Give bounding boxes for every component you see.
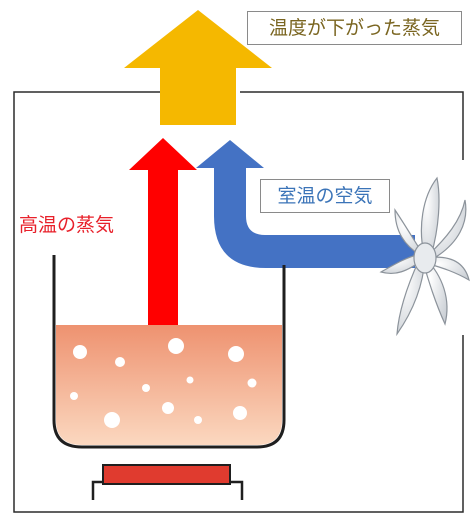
bubble-icon (247, 378, 257, 388)
heater-icon (91, 464, 244, 500)
enclosure-frame (13, 91, 464, 513)
bubble-icon (73, 345, 87, 359)
hot-steam-label: 高温の蒸気 (19, 214, 115, 236)
bubble-icon (70, 392, 78, 400)
room-air-label: 室温の空気 (260, 179, 390, 213)
bubble-icon (233, 406, 247, 420)
bubble-icon (228, 346, 244, 362)
bubble-icon (104, 412, 120, 428)
bubble-icon (168, 338, 184, 354)
room-air-arrow (196, 140, 415, 268)
pot (52, 255, 286, 449)
cooled-steam-label: 温度が下がった蒸気 (247, 11, 462, 45)
bubbles (70, 338, 257, 428)
bubble-icon (194, 416, 202, 424)
bubble-icon (162, 402, 174, 414)
cooled-steam-arrow (124, 10, 272, 125)
bubble-icon (115, 357, 125, 367)
bubble-icon (186, 376, 194, 384)
fan-icon (379, 176, 470, 337)
bubble-icon (142, 384, 150, 392)
hot-steam-arrow (129, 138, 197, 327)
